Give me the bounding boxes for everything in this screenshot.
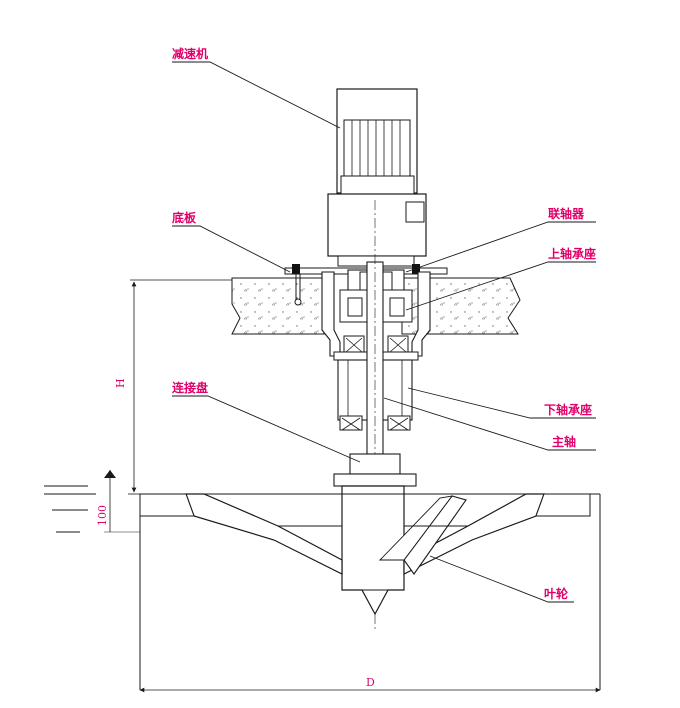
dim-label-100: 100 [96, 505, 109, 526]
reducer-motor [327, 88, 427, 267]
label-base-plate: 底板 [172, 210, 197, 225]
dim-label-d: D [366, 676, 375, 689]
impeller [139, 485, 591, 616]
concrete-slab [231, 277, 521, 335]
dimension-h [128, 279, 232, 495]
labels: 减速机 底板 联轴器 上轴承座 连接盘 下轴承座 主轴 叶轮 H 100 D [96, 46, 596, 689]
leader-lines [172, 61, 596, 603]
dimension-100 [104, 470, 140, 533]
label-main-shaft: 主轴 [552, 434, 576, 449]
label-upper-bearing: 上轴承座 [548, 246, 596, 261]
dim-label-h: H [114, 378, 127, 388]
label-lower-bearing: 下轴承座 [544, 402, 592, 417]
label-coupling: 联轴器 [548, 206, 585, 221]
tank-outline [44, 470, 601, 690]
label-reducer: 减速机 [172, 46, 208, 61]
label-impeller: 叶轮 [544, 586, 569, 601]
label-connection-disc: 连接盘 [172, 380, 208, 395]
